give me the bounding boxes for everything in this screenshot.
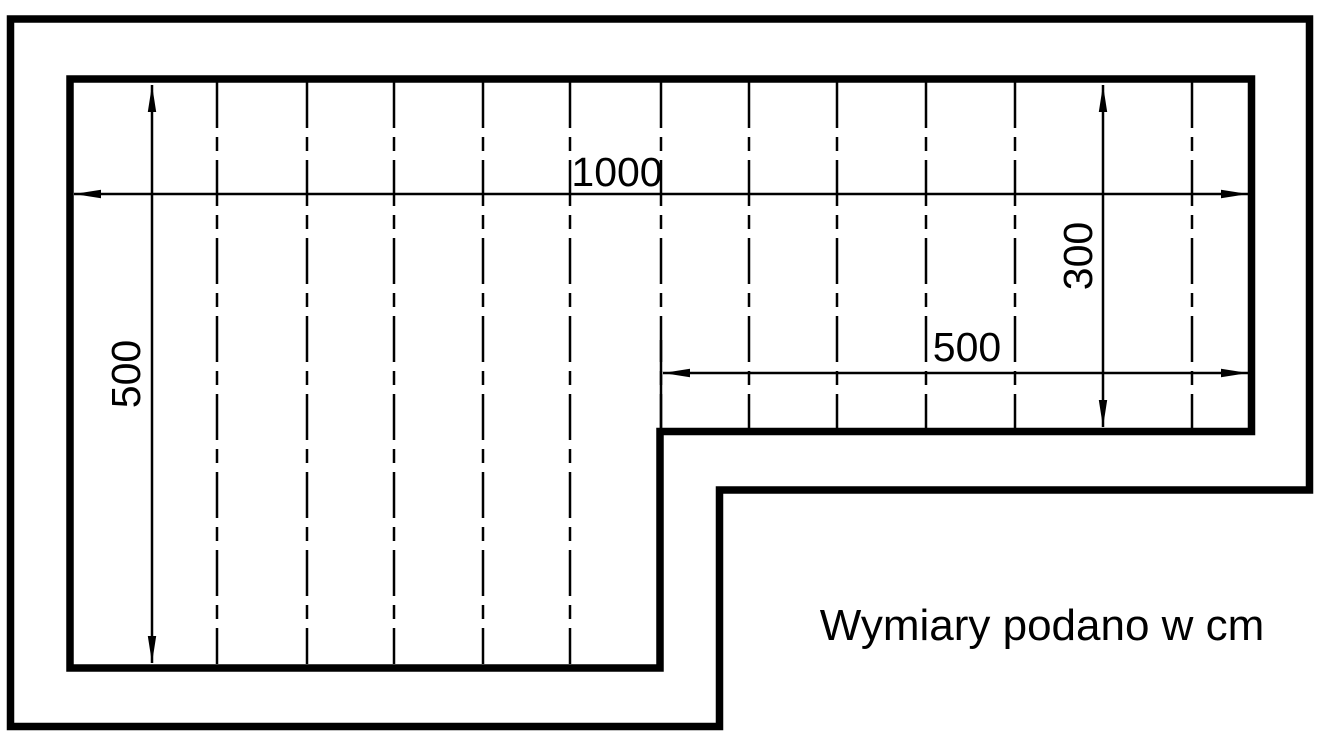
dim-500-right-label: 500 [933, 324, 1001, 370]
units-note: Wymiary podano w cm [820, 601, 1265, 650]
dimension-left-height: 500 [103, 85, 157, 663]
arrow-right-icon [1221, 189, 1248, 199]
arrow-down-icon [1098, 400, 1108, 427]
arrow-left-icon [663, 368, 690, 378]
dim-300-label: 300 [1055, 222, 1101, 290]
arrow-down-icon [147, 636, 157, 663]
arrow-up-icon [1098, 85, 1108, 112]
dim-1000-label: 1000 [571, 149, 662, 195]
arrow-right-icon [1221, 368, 1248, 378]
dimension-total-width: 1000 [74, 149, 1248, 199]
inner-floor-outline [66, 75, 1256, 672]
dimension-right-height: 300 [1055, 85, 1108, 427]
dim-500-left-label: 500 [103, 340, 149, 408]
floorboard-seam-lines-right [659, 82, 1194, 428]
dimension-right-width: 500 [663, 324, 1248, 378]
outer-wall-outline [6, 15, 1314, 731]
arrow-up-icon [147, 85, 157, 112]
arrow-left-icon [74, 189, 101, 199]
floorboard-seam-lines-left [215, 82, 572, 664]
